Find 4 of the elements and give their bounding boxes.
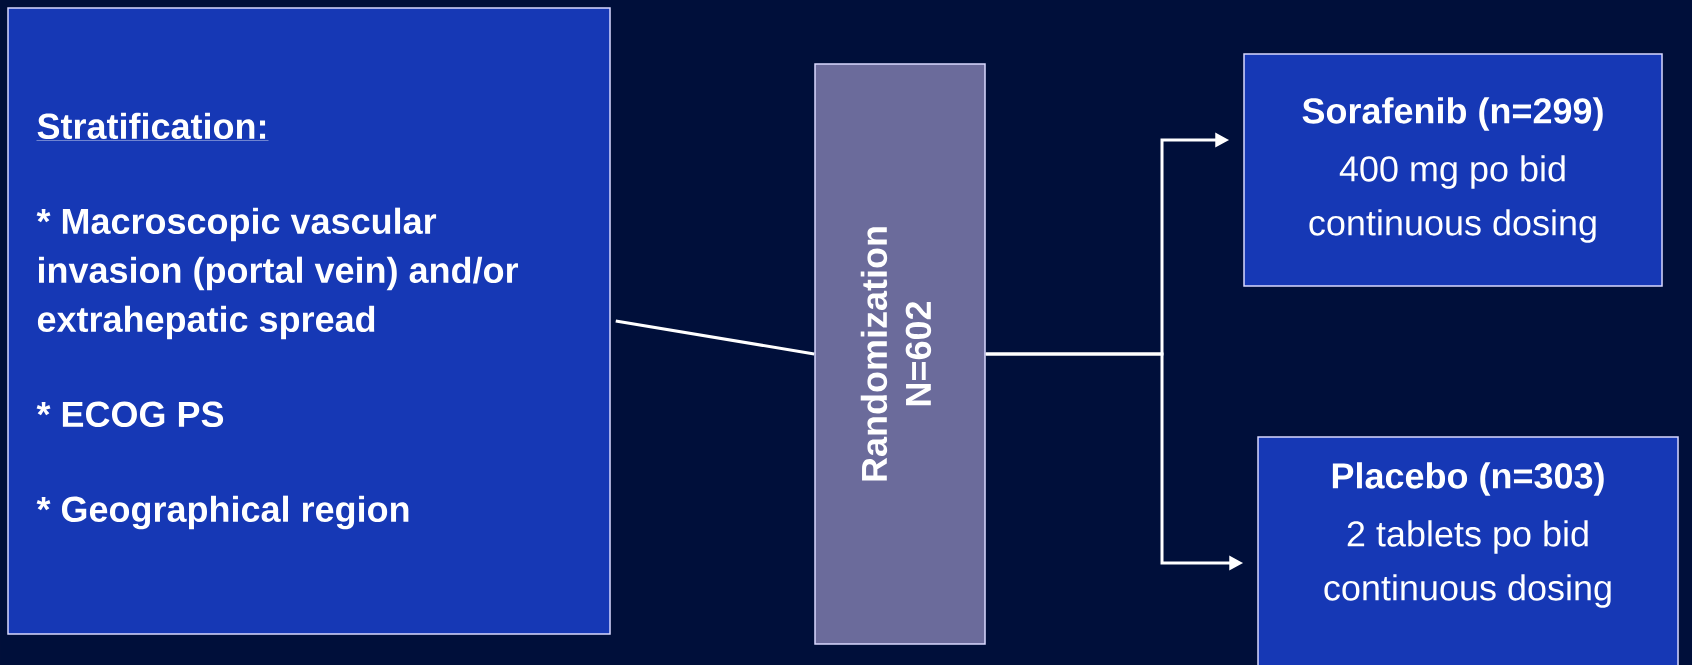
treatment-box: Sorafenib (n=299) 400 mg po bid continuous dosing bbox=[1243, 53, 1663, 287]
stratification-box: Stratification: * Macroscopic vascular invasion (portal vein) and/or extrahepatic spread * ECOG PS * Geographical region bbox=[7, 7, 611, 635]
randomization-box: Randomization N=602 bbox=[814, 63, 986, 645]
treatment-box: Placebo (n=303) 2 tablets po bid continuous dosing bbox=[1257, 436, 1679, 665]
